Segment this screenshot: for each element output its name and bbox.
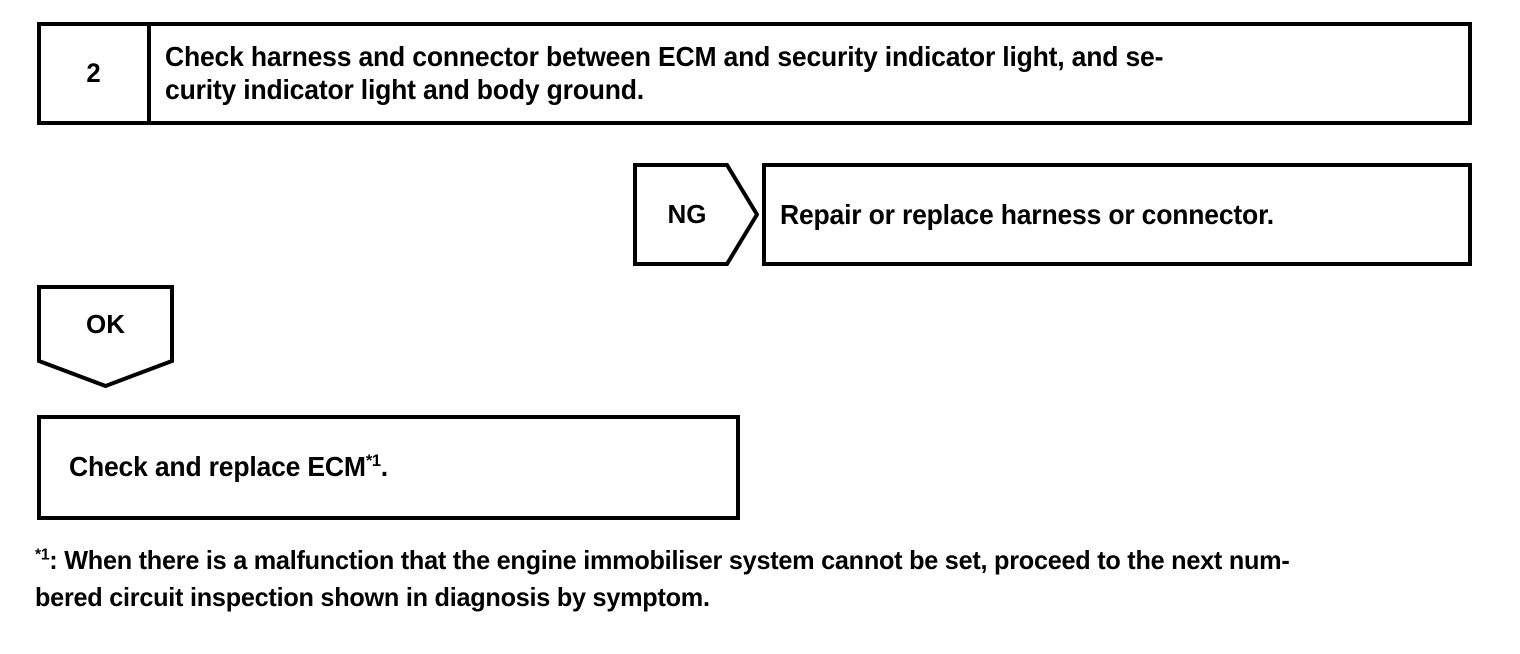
ok-result-prefix: Check and replace ECM — [69, 451, 366, 483]
ng-result-text: Repair or replace harness or connector. — [780, 198, 1274, 230]
ok-result-superscript: *1 — [365, 451, 381, 471]
footnote-text-line-2: bered circuit inspection shown in diagno… — [35, 581, 710, 612]
step-2-row: 2 Check harness and connector between EC… — [37, 22, 1472, 125]
footnote: *1: When there is a malfunction that the… — [35, 542, 1442, 616]
ok-result-box: Check and replace ECM*1. — [37, 415, 740, 520]
step-number: 2 — [86, 58, 102, 88]
ok-branch-arrow-icon — [37, 285, 174, 389]
step-instruction-cell: Check harness and connector between ECM … — [151, 26, 1468, 121]
footnote-text-line-1: When there is a malfunction that the eng… — [64, 545, 1290, 575]
footnote-line-1: *1: When there is a malfunction that the… — [35, 542, 1442, 579]
step-number-cell: 2 — [41, 26, 151, 121]
ng-branch-arrow-icon — [633, 163, 759, 266]
step-instruction-text: Check harness and connector between ECM … — [165, 41, 1163, 106]
ok-result-suffix: . — [380, 451, 388, 483]
step-instruction-line-2: curity indicator light and body ground. — [165, 73, 644, 105]
step-instruction-line-1: Check harness and connector between ECM … — [165, 41, 1164, 73]
ok-result-text: Check and replace ECM*1. — [69, 451, 388, 483]
footnote-separator: : — [49, 545, 65, 575]
ng-result-box: Repair or replace harness or connector. — [762, 163, 1472, 266]
footnote-marker: *1 — [35, 545, 50, 564]
